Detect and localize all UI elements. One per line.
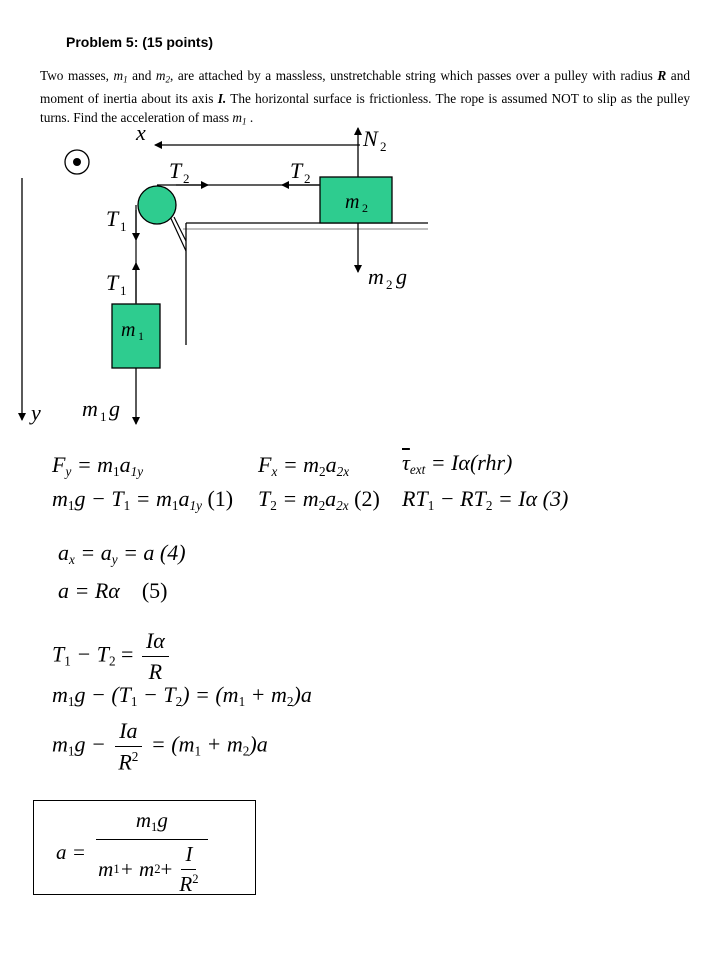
block-m1 <box>111 303 161 369</box>
svg-text:2: 2 <box>386 277 393 292</box>
eq-fx: Fx = m2a2x <box>258 452 350 479</box>
eq-1: m1g − T1 = m1a1y (1) <box>52 486 234 513</box>
eq-4: ax = ay = a (4) <box>58 540 186 567</box>
symbol-I: I. <box>217 91 227 107</box>
svg-text:g: g <box>396 264 407 289</box>
svg-text:2: 2 <box>304 171 311 186</box>
svg-text:m: m <box>121 319 135 341</box>
eq-2: T2 = m2a2x (2) <box>258 486 380 513</box>
problem-title: Problem 5: (15 points) <box>66 34 214 50</box>
label-T2-left: T <box>169 158 183 183</box>
symbol-m2: m2 <box>155 68 171 85</box>
svg-text:1: 1 <box>120 283 127 298</box>
pulley <box>137 185 177 225</box>
svg-text:m: m <box>345 191 359 213</box>
label-T1-upper: T <box>106 206 120 231</box>
out-of-page-icon <box>64 149 90 175</box>
label-N2: N <box>362 126 379 151</box>
eq-7: m1g − (T1 − T2) = (m1 + m2)a <box>52 682 312 709</box>
svg-text:1: 1 <box>138 329 144 343</box>
symbol-m1-end: m1 <box>232 110 247 127</box>
eq-torque: τext = Iα(rhr) <box>402 450 513 477</box>
free-body-diagram: x y m 2 N 2 m 2 g m 1 m 1 g T 2 T 2 T 1 <box>18 120 428 425</box>
label-m2g: m <box>368 264 384 289</box>
block-m2 <box>319 176 393 224</box>
problem-statement: Two masses, m1 and m2, are attached by a… <box>40 68 690 127</box>
eq-3: RT1 − RT2 = Iα (3) <box>402 486 569 513</box>
svg-text:1: 1 <box>100 409 107 424</box>
answer-box <box>33 800 256 895</box>
svg-text:2: 2 <box>183 171 190 186</box>
x-axis-label: x <box>135 120 146 145</box>
label-T1-lower: T <box>106 270 120 295</box>
svg-text:g: g <box>109 396 120 421</box>
label-T2-right: T <box>290 158 304 183</box>
symbol-m1: m1 <box>113 68 128 85</box>
svg-text:2: 2 <box>380 139 387 154</box>
y-axis-label: y <box>29 400 41 425</box>
label-m1g: m <box>82 396 98 421</box>
symbol-R: R <box>657 68 667 83</box>
eq-fy: Fy = m1a1y <box>52 452 144 479</box>
eq-5: a = Rα (5) <box>58 578 168 603</box>
svg-text:1: 1 <box>120 219 127 234</box>
svg-text:2: 2 <box>362 201 368 215</box>
